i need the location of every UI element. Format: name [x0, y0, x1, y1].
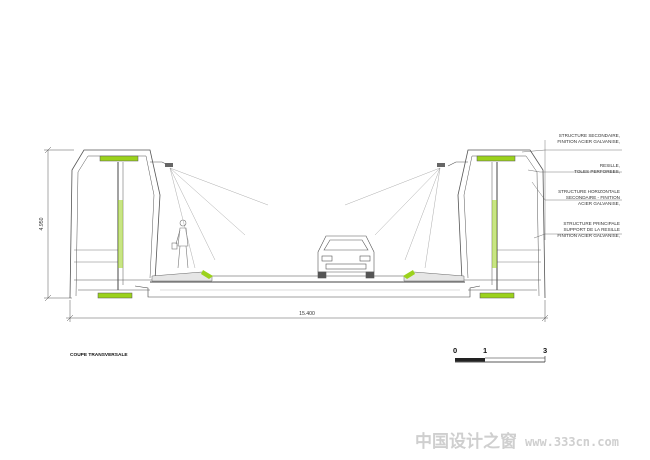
label-line: ACIER GALVANISE,: [578, 201, 620, 206]
annotation-leaders: [521, 140, 622, 240]
label-line: FINITION ACIER GALVANISE,: [557, 233, 620, 238]
left-sidewalk: [151, 271, 213, 282]
label-line: STRUCTURE HORIZONTALE: [558, 189, 620, 194]
scale-label-0: 0: [453, 346, 457, 355]
left-green-curb: [201, 270, 213, 279]
label-line: STRUCTURE PRINCIPALE: [563, 221, 620, 226]
right-green-curb: [403, 270, 415, 279]
left-bottom-beam: [97, 292, 133, 299]
right-top-beam: [476, 155, 516, 162]
right-bottom-beam: [479, 292, 515, 299]
left-lamp: [165, 163, 173, 167]
scale-label-3: 3: [543, 346, 547, 355]
width-dimension-label: 15.400: [299, 311, 315, 317]
horizontal-dimension: [66, 300, 549, 322]
section-caption: COUPE TRANSVERSALE: [70, 352, 128, 358]
label-line: STRUCTURE SECONDAIRE,: [559, 133, 620, 138]
scale-label-1: 1: [483, 346, 487, 355]
scale-bar: 0 1 3: [453, 346, 547, 363]
watermark-chinese: 中国设计之窗: [415, 431, 517, 452]
pedestrian-figure: [171, 219, 189, 269]
car-figure: [317, 235, 375, 279]
watermark-url: www.333cn.com: [525, 435, 619, 449]
left-light-rays: [169, 167, 269, 269]
label-line: SUPPORT DE LA RESILLE: [563, 227, 620, 232]
label-line: TOLES PERFOREES,: [574, 169, 620, 174]
label-line: RESILLE,: [600, 163, 620, 168]
height-dimension-label: 4.950: [39, 217, 45, 230]
right-light-rays: [344, 167, 441, 269]
vertical-dimension: [44, 146, 74, 302]
label-line: SECONDAIRE - FINITION: [566, 195, 620, 200]
label-structure-secondaire: STRUCTURE SECONDAIRE, FINITION ACIER GAL…: [557, 133, 620, 144]
label-structure-horizontale: STRUCTURE HORIZONTALE SECONDAIRE - FINIT…: [558, 189, 620, 206]
label-line: FINITION ACIER GALVANISE,: [557, 139, 620, 144]
right-lamp: [437, 163, 445, 167]
left-green-diagonal: [118, 200, 123, 268]
right-green-diagonal: [492, 200, 497, 268]
left-top-beam: [99, 155, 139, 162]
label-structure-principale: STRUCTURE PRINCIPALE SUPPORT DE LA RESIL…: [557, 221, 620, 238]
label-resille: RESILLE, TOLES PERFOREES,: [574, 163, 620, 174]
